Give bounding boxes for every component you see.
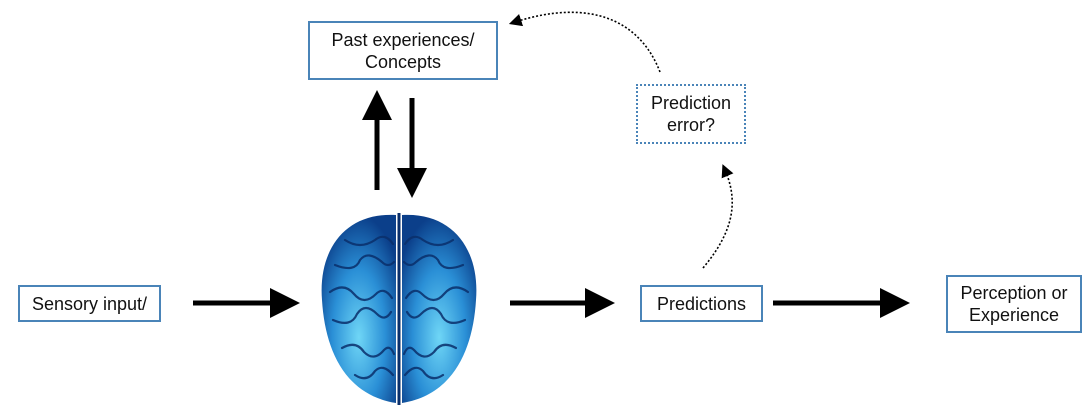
error-line1: Prediction [650,93,732,113]
past-line1: Past experiences/ [331,29,475,50]
sensory-label: Sensory input/ [31,293,148,314]
past-experiences-box: Past experiences/ Concepts [308,21,498,80]
prediction-error-box: Prediction error? [636,84,746,144]
perception-line1: Perception or [960,283,1068,303]
predictions-label: Predictions [656,293,747,314]
perception-line2: Experience [968,305,1060,325]
perception-box: Perception or Experience [946,275,1082,333]
sensory-input-box: Sensory input/ [18,285,161,322]
past-line2: Concepts [364,51,442,72]
dotted-arrow-to-past [508,11,661,73]
dotted-arrow-to-error [702,164,734,269]
predictions-box: Predictions [640,285,763,322]
error-line2: error? [666,115,715,135]
brain-icon [321,213,477,405]
